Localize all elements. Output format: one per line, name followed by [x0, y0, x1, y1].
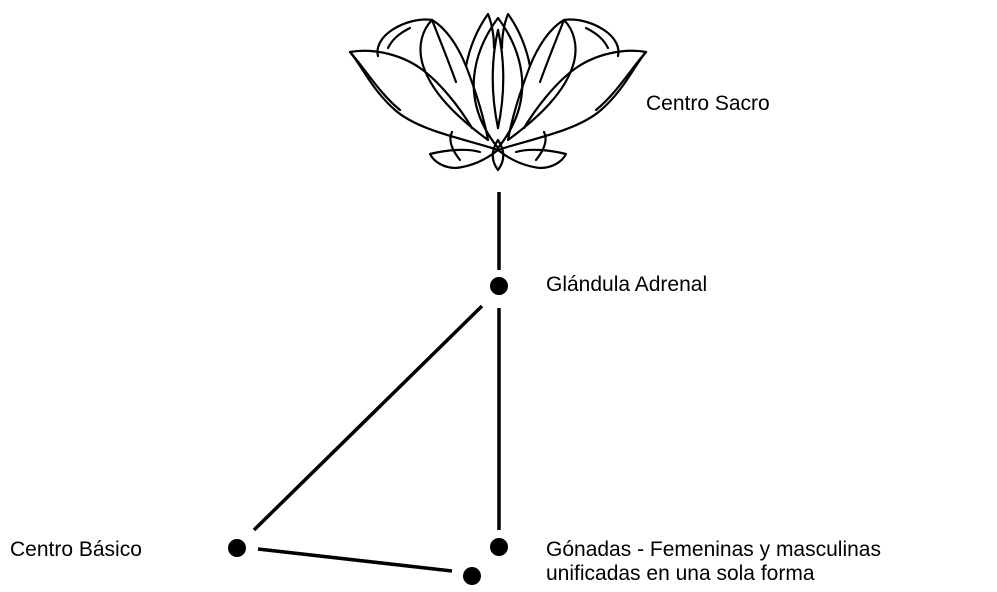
- adrenal-basico-line: [252, 304, 484, 532]
- basico-gonadas-line: [257, 547, 453, 573]
- glandula-adrenal-label: Glándula Adrenal: [546, 273, 708, 296]
- basico-node: [228, 539, 246, 557]
- adrenal-node: [490, 277, 508, 295]
- centro-sacro-label: Centro Sacro: [646, 92, 770, 115]
- centro-basico-label: Centro Básico: [10, 538, 142, 561]
- gonadas-node-upper: [490, 538, 508, 556]
- lotus-icon: [348, 12, 648, 172]
- gonadas-node-lower: [463, 567, 481, 585]
- gonadas-label: Gónadas - Femeninas y masculinas unifica…: [546, 538, 881, 586]
- gonadas-label-line1: Gónadas - Femeninas y masculinas: [546, 538, 881, 561]
- gonadas-label-line2: unificadas en una sola forma: [546, 562, 815, 585]
